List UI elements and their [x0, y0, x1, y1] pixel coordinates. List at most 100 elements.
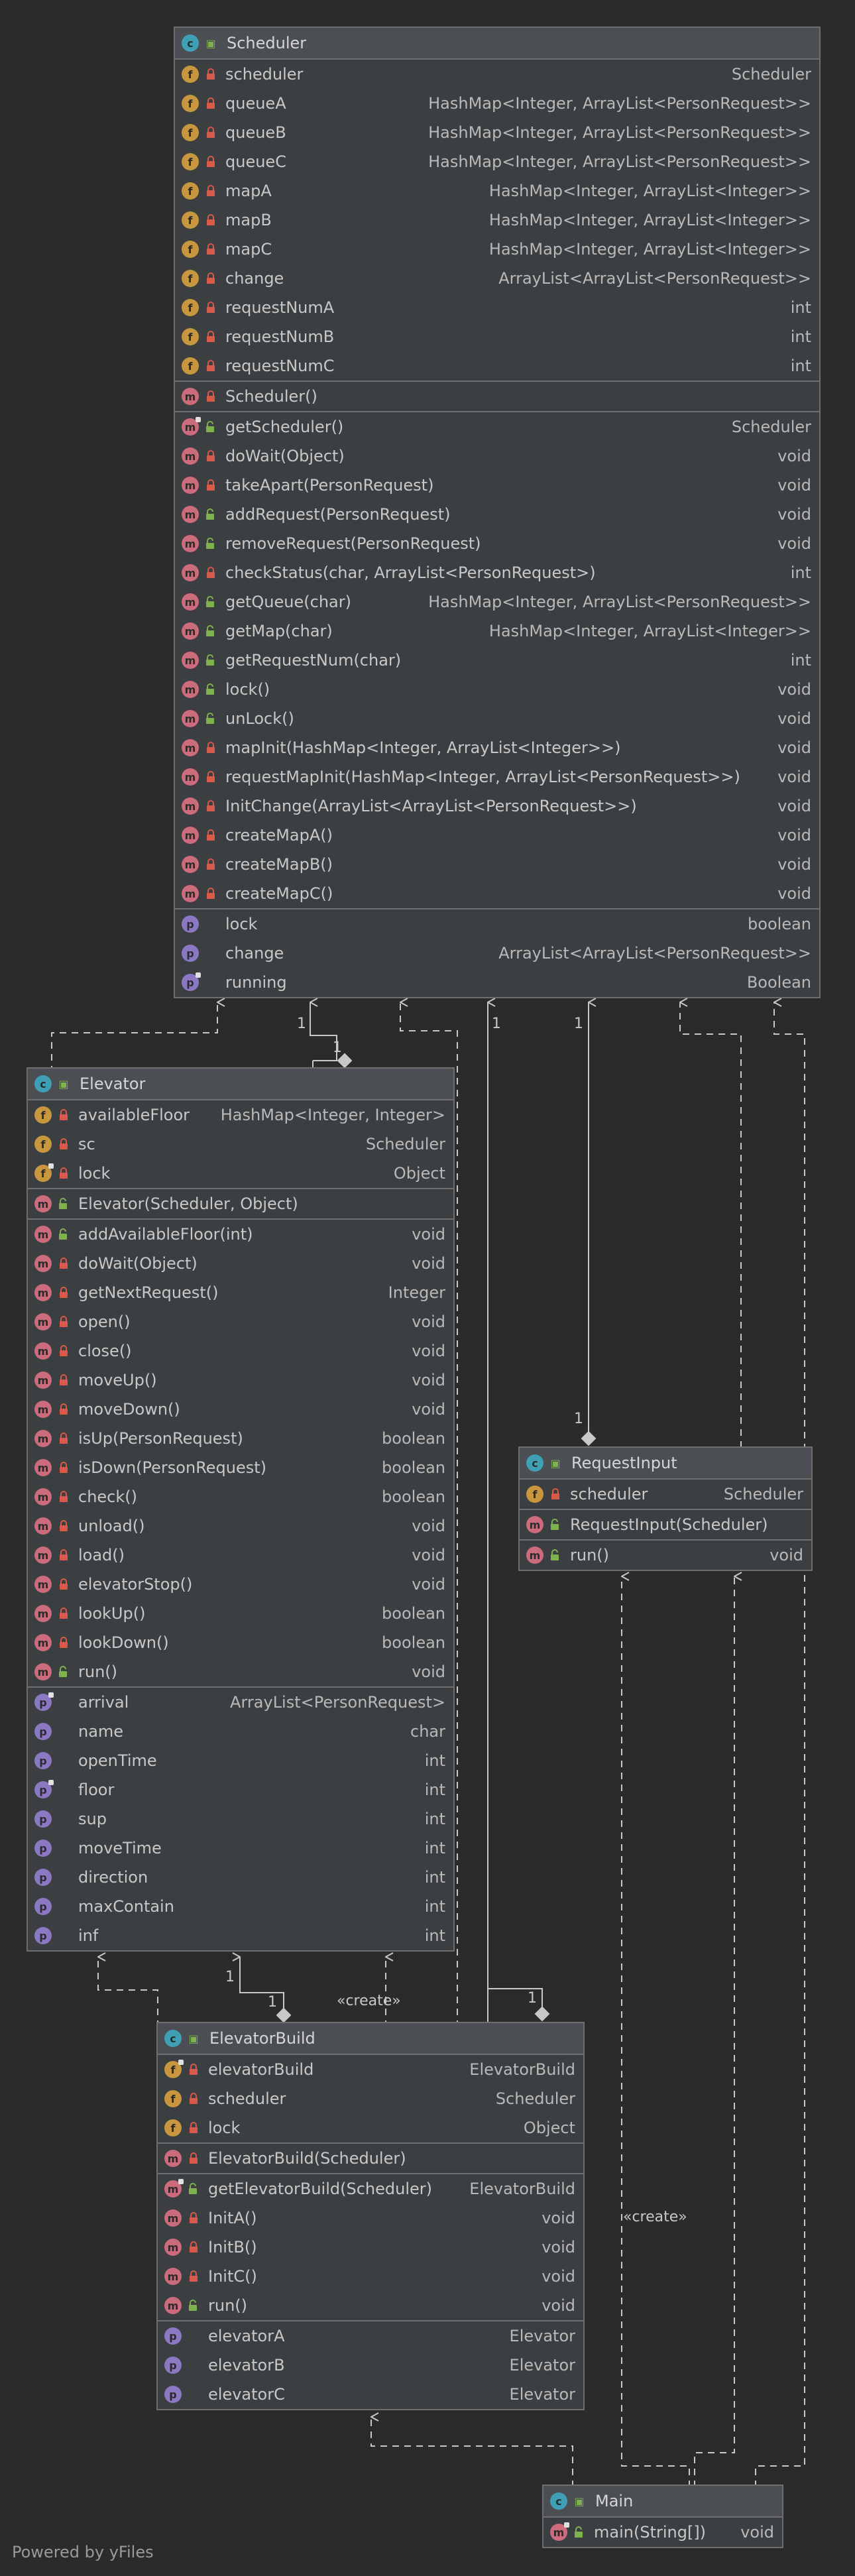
private-lock-icon	[203, 360, 219, 372]
field-icon: f	[34, 1106, 52, 1124]
method-icon: m	[164, 2239, 182, 2256]
field-icon: f	[526, 1486, 543, 1503]
class-header[interactable]: c▣RequestInput	[520, 1448, 811, 1480]
class-header[interactable]: c▣ElevatorBuild	[158, 2023, 583, 2055]
class-header[interactable]: c▣Elevator	[28, 1069, 453, 1100]
member-row[interactable]: p·changeArrayList<ArrayList<PersonReques…	[175, 939, 819, 968]
class-header[interactable]: c▣Main	[543, 2486, 782, 2518]
method-icon: m	[526, 1547, 543, 1564]
class-header[interactable]: c▣Scheduler	[175, 28, 819, 60]
public-unlock-icon	[547, 1519, 563, 1531]
method-icon: m	[550, 2522, 569, 2541]
field-icon: f	[182, 299, 199, 316]
property-icon: p	[164, 2357, 182, 2374]
field-icon: f	[164, 2090, 182, 2107]
field-icon: f	[34, 1136, 52, 1153]
public-unlock-icon	[203, 538, 219, 550]
